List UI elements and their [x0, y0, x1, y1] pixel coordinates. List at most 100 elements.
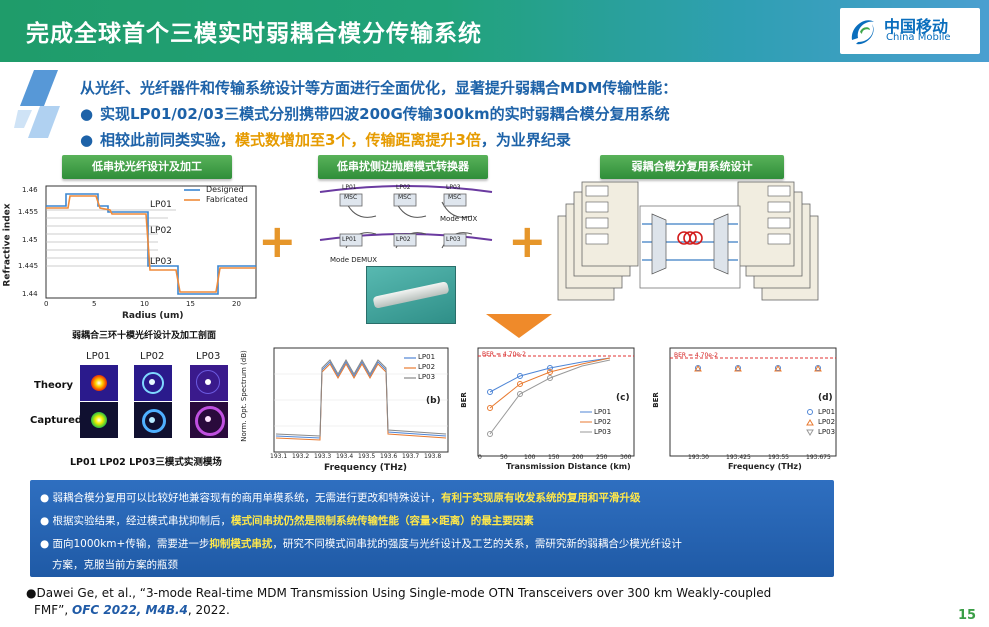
spectrum-xtick-1: 193.1	[270, 453, 288, 460]
fiber-caption: 弱耦合三环十模光纤设计及加工剖面	[72, 331, 217, 341]
ber-distance-plot	[477, 347, 635, 457]
fiber-lp01-label: LP01	[150, 200, 172, 210]
ber-distance-panel-label: (c)	[616, 393, 630, 403]
spectrum-xlabel: Frequency (THz)	[324, 463, 407, 473]
ber-distance-xtick-7: 300	[620, 454, 632, 461]
fiber-xtick-2: 5	[92, 300, 97, 308]
fiber-xtick-4: 15	[186, 300, 195, 308]
device-body	[372, 281, 450, 309]
down-arrow-icon	[486, 314, 552, 338]
ber-distance-ylabel: BER	[459, 392, 468, 408]
converter-msc-1: MSC	[344, 194, 358, 201]
converter-mux-label: Mode MUX	[440, 215, 478, 223]
reference-line-2: FMF”, OFC 2022, M4B.4, 2022.	[34, 603, 230, 617]
system-setup-diagram	[557, 181, 819, 301]
ber-frequency-xlabel: Frequency (THz)	[728, 462, 802, 471]
spectrum-plot	[273, 347, 449, 453]
decorative-shapes	[14, 70, 60, 138]
converter-demux-label: Mode DEMUX	[330, 256, 378, 264]
converter-msc-2: MSC	[398, 194, 412, 201]
fiber-lp02-label: LP02	[150, 226, 172, 236]
spectrum-xtick-5: 193.5	[358, 453, 376, 460]
tag-system-design: 弱耦合模分复用系统设计	[600, 155, 784, 179]
converter-device-photo	[366, 266, 456, 324]
mode-captured-lp02	[134, 402, 172, 438]
ber-frequency-legend-lp02: LP02	[818, 418, 836, 426]
conclusion-box	[30, 480, 834, 577]
spectrum-legend-lp01: LP01	[418, 353, 436, 361]
mode-caption: LP01 LP02 LP03三模式实测模场	[70, 457, 222, 468]
conclusion-line-1: ● 弱耦合模分复用可以比较好地兼容现有的商用单模系统，无需进行更改和特殊设计，有…	[40, 492, 641, 504]
ber-frequency-ylabel: BER	[651, 392, 660, 408]
fiber-xlabel: Radius (um)	[122, 311, 184, 321]
converter-lp03-top: LP03	[446, 184, 461, 191]
mode-theory-lp02	[134, 365, 172, 401]
ber-frequency-xtick-1: 193.30	[688, 454, 709, 461]
page-title: 完成全球首个三模实时弱耦合模分传输系统	[26, 21, 482, 47]
ber-distance-xtick-2: 50	[500, 454, 508, 461]
china-mobile-logo-icon	[851, 20, 874, 45]
spectrum-ylabel: Norm. Opt. Spectrum (dB)	[239, 350, 248, 442]
fiber-xtick-1: 0	[44, 300, 49, 308]
spectrum-legend-lp03: LP03	[418, 373, 436, 381]
ber-frequency-xtick-3: 193.55	[768, 454, 789, 461]
china-mobile-logo	[840, 8, 980, 54]
converter-lp02-bottom: LP02	[396, 236, 411, 243]
plus-sign-1: +	[258, 214, 297, 268]
ber-distance-legend-lp01: LP01	[594, 408, 612, 416]
intro-bullet-1: ●实现LP01/02/03三模式分别携带四波200G传输300km的实时弱耦合模…	[80, 105, 670, 123]
logo-text-en: China Mobile	[886, 32, 951, 43]
page-number: 15	[958, 608, 977, 623]
ber-frequency-xtick-2: 193.425	[726, 454, 751, 461]
conclusion-line-3-cont: 方案，克服当前方案的瓶颈	[52, 559, 178, 571]
logo-text-cn: 中国移动	[884, 17, 949, 36]
spectrum-xtick-2: 193.2	[292, 453, 310, 460]
ber-distance-xlabel: Transmission Distance (km)	[506, 462, 631, 471]
fiber-ytick-2: 1.455	[18, 208, 39, 216]
spectrum-xtick-7: 193.7	[402, 453, 420, 460]
fiber-ytick-5: 1.44	[22, 290, 38, 298]
converter-lp02-top: LP02	[396, 184, 411, 191]
converter-lp01-bottom: LP01	[342, 236, 357, 243]
ber-frequency-panel-label: (d)	[818, 393, 833, 403]
ber-distance-xtick-4: 150	[548, 454, 560, 461]
ber-distance-threshold: BER = 4.70e-2	[482, 351, 526, 358]
converter-lp03-bottom: LP03	[446, 236, 461, 243]
ber-distance-xtick-1: 0	[478, 454, 482, 461]
fiber-ytick-3: 1.45	[22, 236, 38, 244]
ber-distance-legend-lp03: LP03	[594, 428, 612, 436]
ber-frequency-legend-lp01: LP01	[818, 408, 836, 416]
ber-distance-legend-lp02: LP02	[594, 418, 612, 426]
fiber-xtick-3: 10	[140, 300, 149, 308]
spectrum-xtick-8: 193.8	[424, 453, 442, 460]
reference-line-1: ●Dawei Ge, et al., “3-mode Real-time MDM…	[26, 586, 772, 600]
mode-theory-lp03	[190, 365, 228, 401]
intro-lead: 从光纤、光纤器件和传输系统设计等方面进行全面优化，显著提升弱耦合MDM传输性能：	[80, 79, 678, 97]
legend-designed: Designed	[206, 185, 244, 194]
fiber-xtick-5: 20	[232, 300, 241, 308]
ber-frequency-plot	[669, 347, 837, 457]
mode-theory-lp01	[80, 365, 118, 401]
fiber-ytick-4: 1.445	[18, 262, 39, 270]
tag-fiber-design: 低串扰光纤设计及加工	[62, 155, 232, 179]
ber-distance-xtick-5: 200	[572, 454, 584, 461]
ber-distance-xtick-3: 100	[524, 454, 536, 461]
spectrum-xtick-6: 193.6	[380, 453, 398, 460]
spectrum-xtick-3: 193.3	[314, 453, 332, 460]
tag-mode-converter: 低串扰侧边抛磨模式转换器	[318, 155, 488, 179]
fiber-ytick-1: 1.46	[22, 186, 38, 194]
mode-col-lp02: LP02	[140, 351, 165, 362]
mode-col-lp03: LP03	[196, 351, 221, 362]
title-bar	[0, 0, 989, 62]
fiber-lp03-label: LP03	[150, 257, 172, 267]
ber-frequency-threshold: BER = 4.70e-2	[674, 352, 718, 359]
spectrum-xtick-4: 193.4	[336, 453, 354, 460]
converter-lp01-top: LP01	[342, 184, 357, 191]
mode-row-captured: Captured	[30, 415, 83, 426]
mode-row-theory: Theory	[34, 380, 74, 391]
fiber-ylabel: Refractive index	[2, 203, 13, 287]
mode-captured-lp03	[190, 402, 228, 438]
conclusion-line-2: ● 根据实验结果，经过模式串扰抑制后，模式间串扰仍然是限制系统传输性能（容量×距…	[40, 515, 534, 527]
ber-distance-xtick-6: 250	[596, 454, 608, 461]
plus-sign-2: +	[508, 214, 547, 268]
